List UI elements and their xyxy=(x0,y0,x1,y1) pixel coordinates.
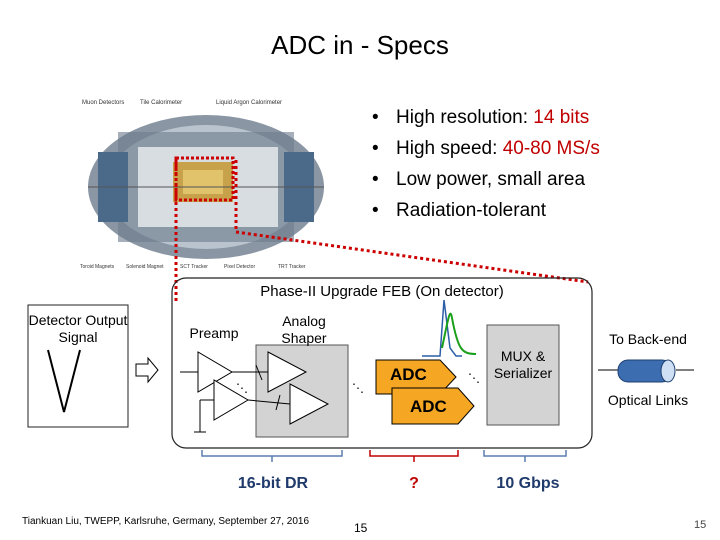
adc-label-2: ADC xyxy=(410,397,447,416)
dr-label: 16-bit DR xyxy=(237,475,309,492)
unknown-label: ? xyxy=(409,475,419,492)
shaper-label: Analog Shaper xyxy=(281,313,327,346)
page-number-right: 15 xyxy=(694,519,707,531)
slide-title: ADC in - Specs xyxy=(271,30,449,60)
page-number-center: 15 xyxy=(354,521,368,535)
detector-label-trt: TRT Tracker xyxy=(278,264,306,270)
svg-text:⋱: ⋱ xyxy=(236,381,248,395)
detector-label-toroid: Toroid Magnets xyxy=(80,264,115,270)
optical-links-label: Optical Links xyxy=(607,392,689,408)
adc-label-1: ADC xyxy=(390,365,427,384)
to-backend-label: To Back-end xyxy=(609,331,687,347)
preamp-label: Preamp xyxy=(189,325,239,341)
bullet-radiation: •Radiation-tolerant xyxy=(372,200,546,221)
bullet-power: •Low power, small area xyxy=(372,169,586,190)
svg-text:⋱: ⋱ xyxy=(352,381,364,395)
detector-label-lar: Liquid Argon Calorimeter xyxy=(216,100,282,106)
detector-label-muon: Muon Detectors xyxy=(82,100,124,106)
adc-shape-2 xyxy=(391,387,475,425)
detector-label-solenoid: Solenoid Magnet xyxy=(126,264,164,270)
mux-label: MUX & Serializer xyxy=(493,348,553,381)
adc-shape-1 xyxy=(375,359,457,395)
detector-label-sct: SCT Tracker xyxy=(180,264,208,270)
detector-signal-label: Detector Output Signal xyxy=(28,312,128,345)
svg-text:⋱: ⋱ xyxy=(468,371,480,385)
footer-citation: Tiankuan Liu, TWEPP, Karlsruhe, Germany,… xyxy=(22,516,310,527)
bullet-resolution: •High resolution: 14 bits xyxy=(372,107,590,128)
gbps-label: 10 Gbps xyxy=(496,475,560,492)
bullet-speed: •High speed: 40-80 MS/s xyxy=(372,138,600,159)
feb-title: Phase-II Upgrade FEB (On detector) xyxy=(260,283,504,300)
spec-bullet-list: •High resolution: 14 bits •High speed: 4… xyxy=(372,102,600,226)
detector-label-pixel: Pixel Detector xyxy=(224,264,255,270)
atlas-detector-image: Muon Detectors Tile Calorimeter Liquid A… xyxy=(78,92,334,272)
detector-label-tile: Tile Calorimeter xyxy=(140,100,182,106)
